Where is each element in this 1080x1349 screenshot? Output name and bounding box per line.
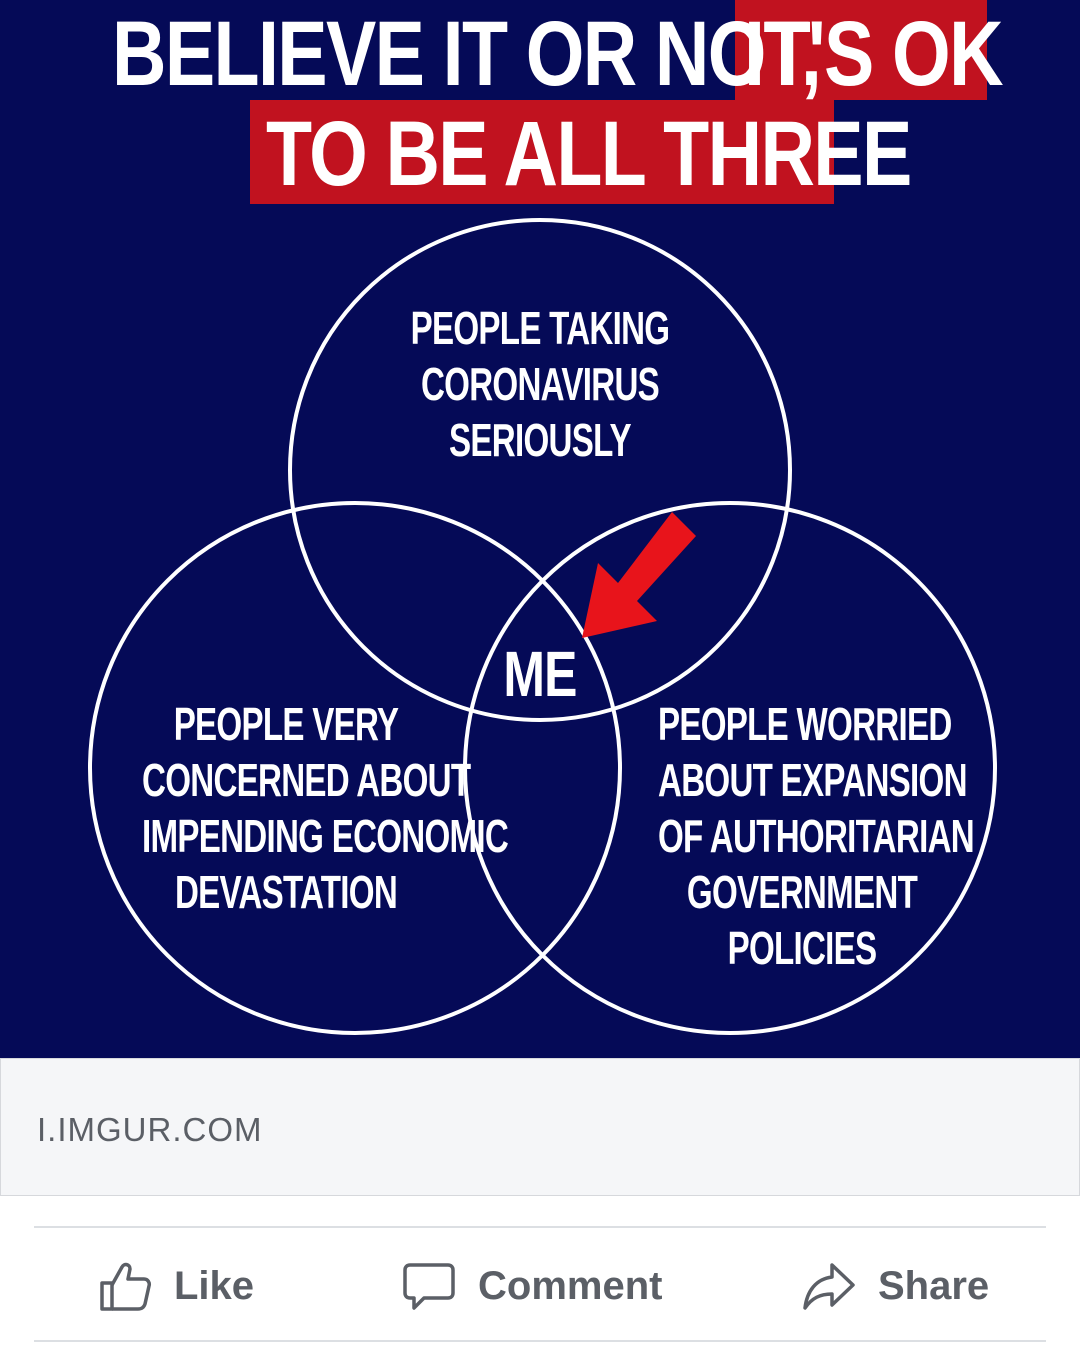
share-label: Share [878, 1263, 990, 1308]
venn-label-line: ABOUT EXPANSION [658, 754, 967, 806]
headline-line2: TO BE ALL THREE [266, 103, 912, 205]
headline-highlight [250, 100, 834, 204]
share-button[interactable]: Share [802, 1250, 989, 1322]
venn-label-top: PEOPLE TAKING CORONAVIRUS SERIOUSLY [340, 300, 740, 468]
arrow-icon [582, 512, 696, 638]
venn-center-label: ME [490, 634, 590, 714]
venn-circle-top [288, 218, 792, 722]
headline-line1-highlight: IT'S OK [744, 3, 1004, 105]
like-label: Like [174, 1263, 255, 1308]
divider [34, 1340, 1046, 1342]
divider [34, 1226, 1046, 1228]
venn-label-line: PEOPLE TAKING [410, 302, 670, 354]
venn-label-left: PEOPLE VERY CONCERNED ABOUT IMPENDING EC… [86, 696, 509, 920]
venn-label-line: GOVERNMENT [686, 866, 918, 918]
venn-label-line: DEVASTATION [174, 866, 398, 918]
comment-button[interactable]: Comment [402, 1250, 662, 1322]
share-arrow-icon [803, 1263, 855, 1310]
like-button[interactable]: Like [98, 1250, 254, 1322]
venn-label-line: POLICIES [727, 922, 878, 974]
comment-label: Comment [478, 1263, 663, 1308]
venn-label-line: CONCERNED ABOUT [142, 754, 471, 806]
venn-diagram [88, 218, 997, 1035]
venn-label-line: OF AUTHORITARIAN [658, 810, 975, 862]
headline-line1: BELIEVE IT OR NOT, [112, 3, 822, 105]
venn-label-line: SERIOUSLY [449, 414, 632, 466]
venn-circle-right [463, 501, 997, 1035]
venn-label-line: CORONAVIRUS [420, 358, 660, 410]
venn-label-right: PEOPLE WORRIED ABOUT EXPANSION OF AUTHOR… [602, 696, 1002, 976]
thumbs-up-icon [100, 1262, 151, 1311]
venn-label-line: IMPENDING ECONOMIC [142, 810, 509, 862]
venn-circle-left [88, 501, 622, 1035]
link-preview-bar[interactable]: I.IMGUR.COM [0, 1058, 1080, 1196]
headline-highlight [735, 0, 987, 100]
venn-label-line: PEOPLE WORRIED [658, 698, 952, 750]
post-image[interactable]: BELIEVE IT OR NOT, IT'S OK TO BE ALL THR… [0, 0, 1080, 1058]
link-domain[interactable]: I.IMGUR.COM [37, 1111, 263, 1148]
venn-label-line: PEOPLE VERY [173, 698, 399, 750]
comment-bubble-icon [403, 1263, 455, 1310]
center-label-text: ME [503, 638, 577, 710]
